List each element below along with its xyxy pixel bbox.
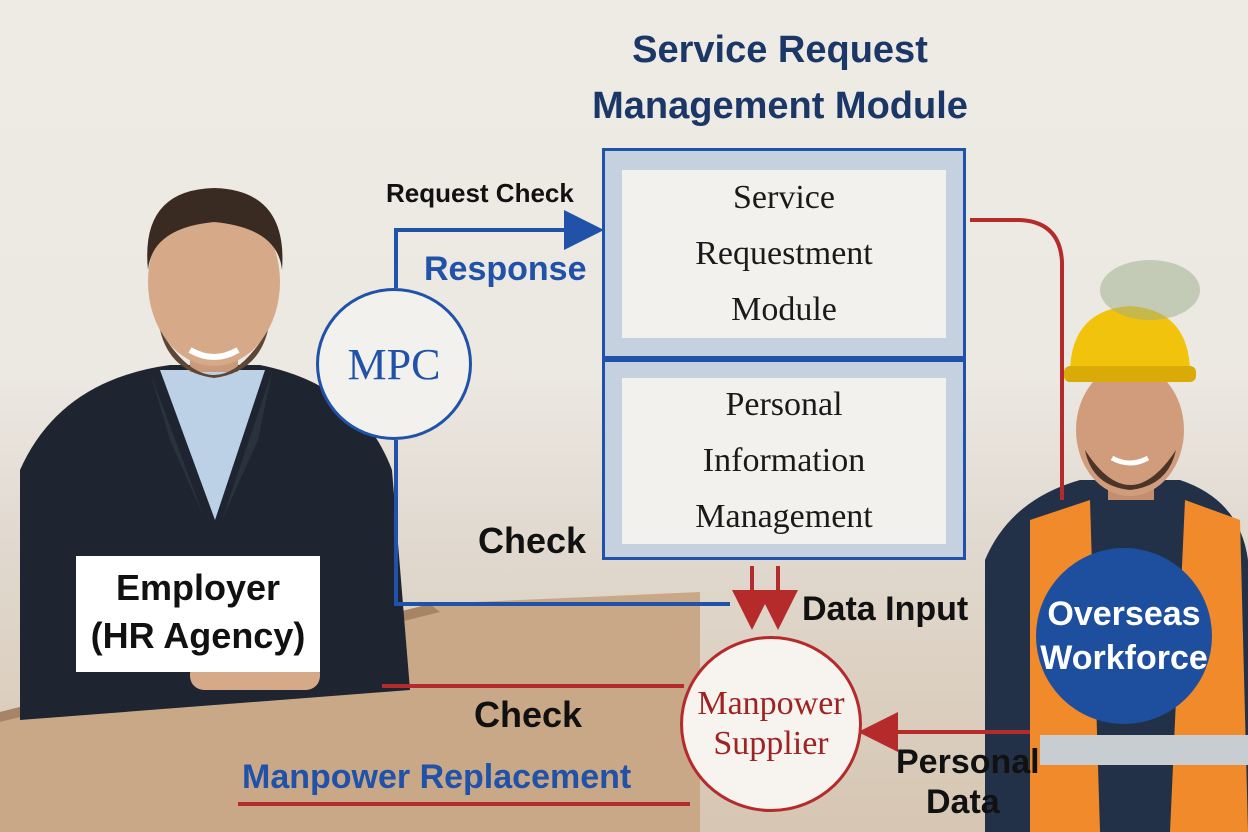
- module-to-workforce-line: [970, 218, 1064, 500]
- service-requestment-module-box: Service Requestment Module: [622, 170, 946, 338]
- box2-line-1: Personal: [725, 386, 843, 423]
- desk-surface: [0, 592, 700, 832]
- box1-line-2: Requestment: [695, 235, 873, 272]
- manpower-replacement-label: Manpower Replacement: [242, 758, 632, 796]
- supplier-line-1: Manpower: [697, 685, 845, 722]
- mpc-node: MPC: [316, 288, 472, 440]
- employer-line-2: (HR Agency): [90, 615, 306, 656]
- employer-line-1: Employer: [115, 567, 281, 608]
- check-label-left: Check: [478, 520, 587, 561]
- background-plant: [1100, 260, 1200, 320]
- module-divider: [602, 356, 966, 362]
- supplier-line-2: Supplier: [713, 725, 829, 762]
- personal-data-label: Personal Data: [896, 742, 1040, 822]
- request-check-arrow: [394, 210, 604, 288]
- diagram-title: Service Request Management Module: [540, 22, 1020, 134]
- box2-line-3: Management: [695, 498, 873, 535]
- overseas-line-2: Workforce: [1040, 639, 1208, 677]
- title-line-2: Management Module: [592, 85, 968, 127]
- personal-information-management-box: Personal Information Management: [622, 378, 946, 544]
- box1-line-1: Service: [733, 179, 835, 216]
- mpc-label: MPC: [347, 339, 441, 389]
- check-line: [394, 440, 730, 606]
- personal-data-line-2: Data: [926, 783, 1000, 821]
- data-input-label: Data Input: [802, 590, 969, 628]
- box2-line-2: Information: [702, 442, 866, 479]
- overseas-line-1: Overseas: [1047, 595, 1201, 633]
- box1-line-3: Module: [731, 291, 837, 328]
- overseas-workforce-node: Overseas Workforce: [1036, 548, 1212, 724]
- title-line-1: Service Request: [632, 29, 928, 71]
- request-check-label: Request Check: [386, 178, 574, 208]
- employer-label-box: Employer (HR Agency): [76, 556, 320, 672]
- manpower-supplier-node: Manpower Supplier: [680, 636, 862, 812]
- personal-data-line-1: Personal: [896, 743, 1040, 781]
- check-label-bottom: Check: [474, 694, 583, 735]
- response-label: Response: [424, 250, 587, 288]
